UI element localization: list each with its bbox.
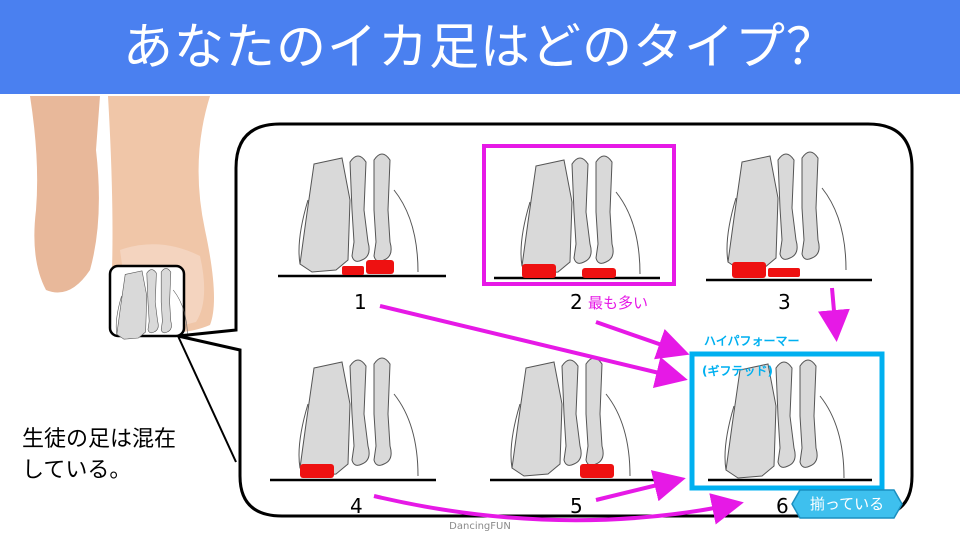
gifted-label: (ギフテッド) [702,364,773,378]
type-number-2: 2 [570,290,583,314]
aligned-badge-text: 揃っている [809,495,885,513]
page-title: あなたのイカ足はどのタイプ？ [123,18,837,76]
caption-line-2: している。 [22,458,132,483]
footer-credit: DancingFUN [449,521,511,532]
type-number-4: 4 [350,494,363,518]
foot-type-1 [278,153,446,278]
aligned-badge: 揃っている [792,490,902,518]
foot-type-4 [270,357,436,482]
highlight-high-performer [689,351,885,491]
arrow-5-to-6 [595,470,686,502]
type-number-3: 3 [778,290,791,314]
most-common-label: 最も多い [588,294,649,312]
type-number-6: 6 [776,494,789,518]
high-performer-label: ハイパフォーマー [704,334,800,348]
title-bar: あなたのイカ足はどのタイプ？ [0,0,960,94]
arrows [373,287,850,525]
type-number-5: 5 [570,494,583,518]
aligned-badge-shape [791,489,903,519]
highlight-most-common [482,144,676,286]
arrow-4-to-6 [373,493,744,525]
caption-line-1: 生徒の足は混在 [22,427,177,452]
type-number-1: 1 [354,290,367,314]
foot-type-6 [689,351,885,491]
arrow-2-to-6 [595,320,690,360]
foot-type-3 [706,151,872,282]
students-caption: 生徒の足は混在 している。 [22,424,176,486]
arrow-3-to-6 [817,287,850,342]
arrow-1-to-6 [379,304,688,388]
foot-type-2 [482,144,676,286]
foot-type-5 [490,357,656,482]
